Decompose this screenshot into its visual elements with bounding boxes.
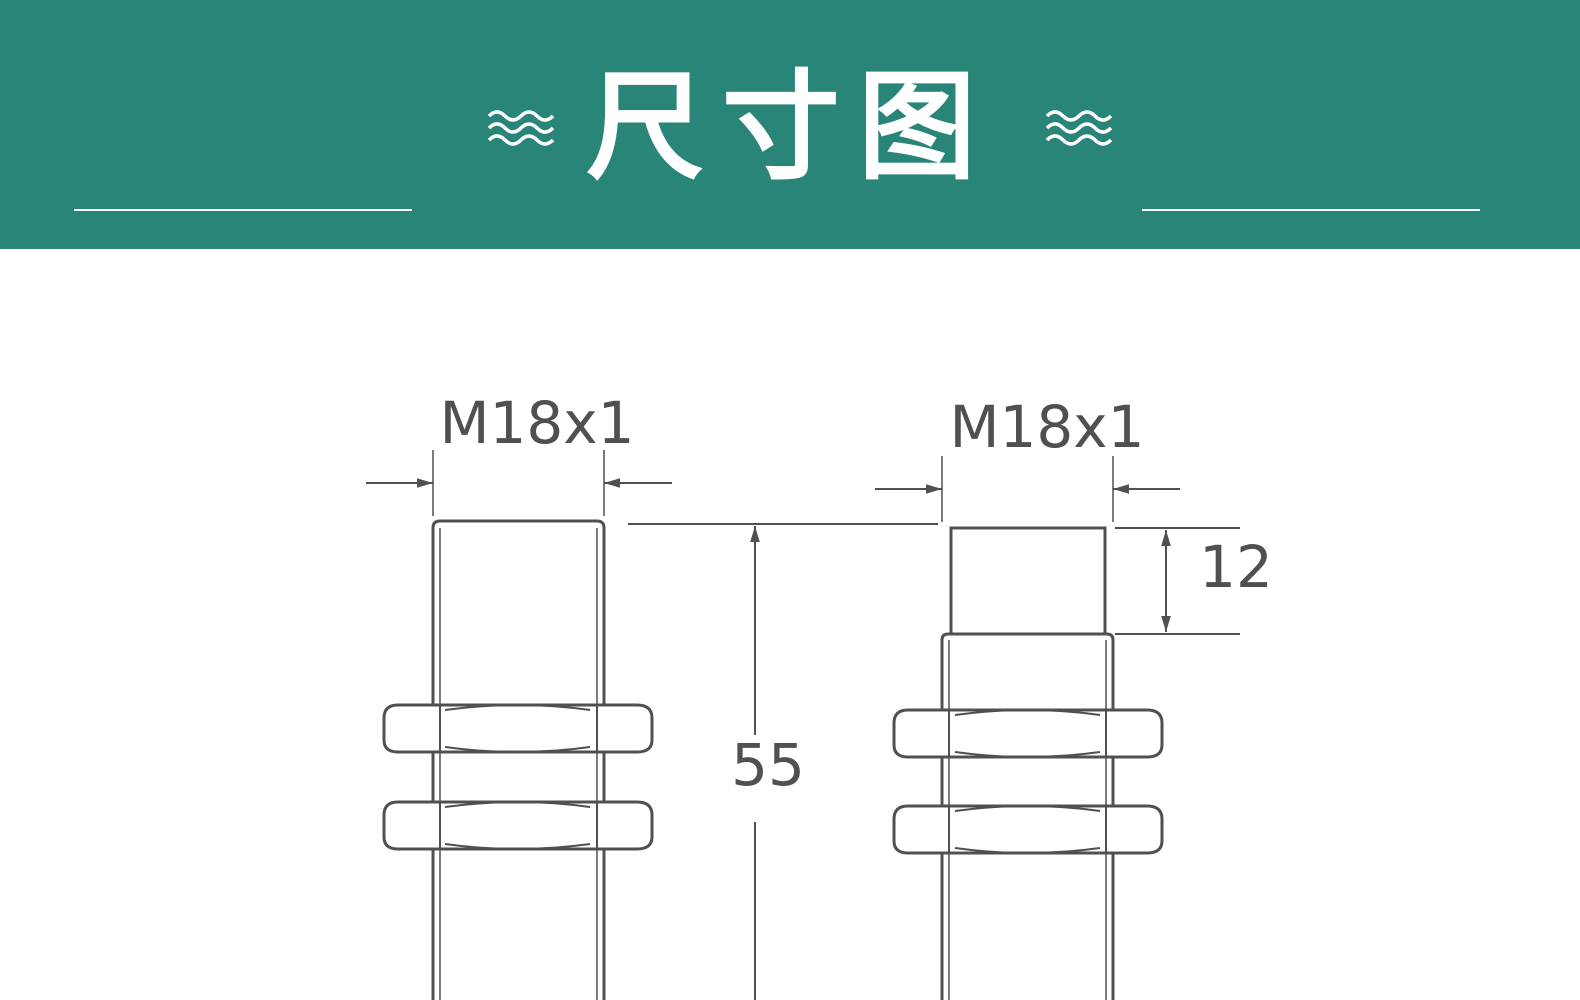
right-thread-label: M18x1 [949, 393, 1144, 461]
left-divider [74, 209, 412, 211]
length-label: 55 [731, 731, 805, 799]
left-sensor [366, 450, 672, 1000]
right-sensor [875, 456, 1240, 1000]
header-banner: 尺寸图 [0, 0, 1580, 249]
left-thread-label: M18x1 [439, 389, 634, 457]
head-length-label: 12 [1199, 533, 1273, 601]
wave-icon [1045, 110, 1113, 146]
wave-icon [487, 110, 555, 146]
right-divider [1142, 209, 1480, 211]
page-title: 尺寸图 [585, 58, 994, 196]
dimension-drawing: M18x1 55 M18x1 12 [366, 389, 1273, 1000]
